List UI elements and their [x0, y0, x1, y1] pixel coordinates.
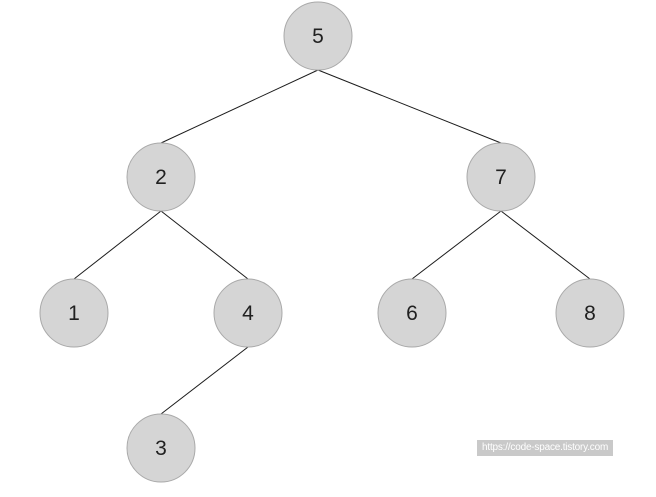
- tree-edge-2-1: [73, 210, 162, 280]
- tree-node-label-8: 8: [584, 302, 596, 325]
- tree-node-circle-2: [126, 142, 196, 212]
- tree-node-circle-6: [377, 278, 447, 348]
- tree-node-label-6: 6: [406, 302, 418, 325]
- tree-node-6: 6: [377, 278, 447, 348]
- tree-node-4: 4: [213, 278, 283, 348]
- tree-node-label-2: 2: [155, 166, 167, 189]
- tree-node-label-3: 3: [155, 437, 167, 460]
- watermark: https://code-space.tistory.com: [477, 440, 614, 456]
- tree-node-8: 8: [555, 278, 625, 348]
- tree-node-circle-4: [213, 278, 283, 348]
- tree-node-1: 1: [39, 278, 109, 348]
- tree-node-2: 2: [126, 142, 196, 212]
- tree-node-circle-5: [283, 1, 353, 71]
- tree-edge-7-8: [500, 210, 591, 280]
- tree-edge-2-4: [160, 210, 249, 280]
- tree-node-5: 5: [283, 1, 353, 71]
- tree-node-circle-1: [39, 278, 109, 348]
- tree-node-label-1: 1: [68, 302, 80, 325]
- tree-node-circle-8: [555, 278, 625, 348]
- tree-node-circle-7: [466, 142, 536, 212]
- tree-edge-5-2: [160, 69, 319, 144]
- tree-node-circle-3: [126, 413, 196, 483]
- tree-node-label-7: 7: [495, 166, 507, 189]
- tree-node-3: 3: [126, 413, 196, 483]
- tree-edge-5-7: [317, 69, 502, 144]
- tree-node-7: 7: [466, 142, 536, 212]
- tree-node-label-5: 5: [312, 25, 324, 48]
- tree-edge-4-3: [160, 346, 249, 415]
- tree-node-label-4: 4: [242, 302, 254, 325]
- tree-edge-7-6: [411, 210, 502, 280]
